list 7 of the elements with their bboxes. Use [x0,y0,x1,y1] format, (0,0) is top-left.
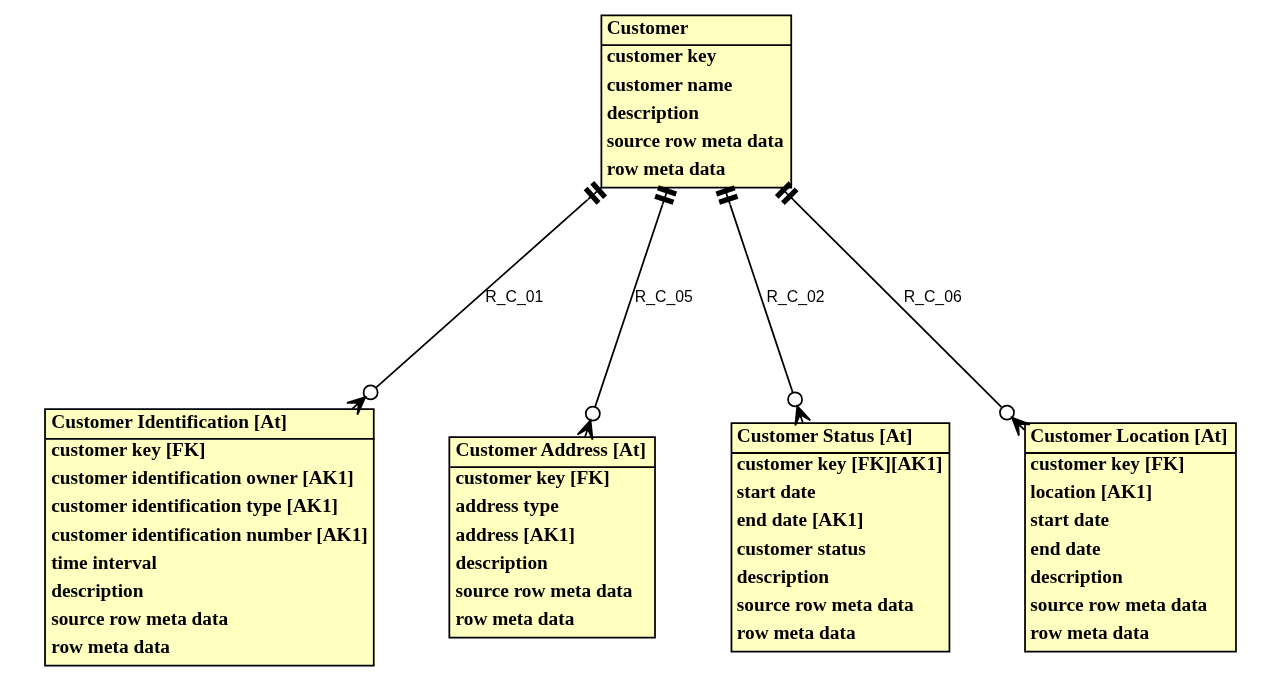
connector [346,180,608,416]
edge-label: R_C_01 [485,288,544,306]
edge-label: R_C_02 [766,288,825,306]
edge-label: R_C_06 [903,288,962,306]
connector [576,185,678,441]
edge-label: R_C_05 [634,288,693,306]
connector [774,181,1031,437]
